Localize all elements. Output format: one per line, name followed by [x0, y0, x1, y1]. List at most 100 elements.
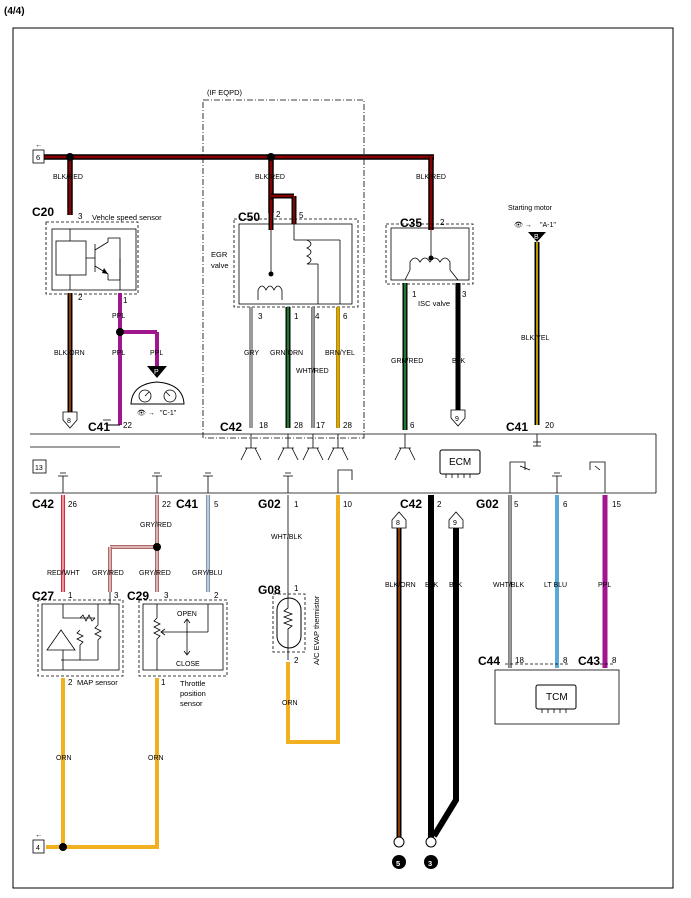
connector-c41-top-right: C41 — [506, 420, 528, 434]
pin-g02-10: 10 — [343, 500, 352, 509]
pin-c27-3: 3 — [114, 591, 119, 600]
page-title: (4/4) — [4, 6, 25, 17]
pin-c35-6: 6 — [410, 421, 415, 430]
tcm-label: TCM — [546, 692, 568, 703]
pin-g02-1: 1 — [294, 500, 299, 509]
starter-ref: "A-1" — [540, 222, 556, 229]
c35-name: ISC valve — [418, 299, 450, 308]
pin-c50-1: 1 — [294, 312, 299, 321]
wire-label-gry-red-3: GRY/RED — [139, 570, 171, 577]
pin-c29-3: 3 — [164, 591, 169, 600]
pin-c44-18: 18 — [515, 656, 524, 665]
c50-name-line2: valve — [211, 261, 229, 270]
connector-c42-bottom-right: C42 — [400, 497, 422, 511]
optional-equipment-frame — [202, 99, 365, 439]
pin-g08-1: 1 — [294, 584, 299, 593]
pin-c35-1: 1 — [412, 290, 417, 299]
connector-g02-bottom-right: G02 — [476, 497, 499, 511]
c27-connector-id: C27 — [32, 589, 54, 603]
wire-label-blk-red-1: BLK/RED — [53, 174, 83, 181]
arrow-9-bottom-label: 9 — [453, 520, 457, 527]
ref-13-label: 13 — [35, 465, 43, 472]
ref-box-4 — [32, 839, 45, 854]
wire-label-orn-2: ORN — [56, 755, 72, 762]
c20-name: Vehcle speed sensor — [92, 213, 162, 222]
c29-name-line3: sensor — [180, 699, 203, 708]
wire-label-blk-2: BLK — [425, 582, 439, 589]
pin-c20-3: 3 — [78, 212, 83, 221]
connector-c42-bottom-left: C42 — [32, 497, 54, 511]
pin-g02-15: 15 — [612, 500, 621, 509]
wire-blk-ground — [428, 495, 459, 838]
wire-label-wht-red: WHT/RED — [296, 368, 329, 375]
down-triangle-icon — [528, 232, 546, 242]
c29-connector-id: C29 — [127, 589, 149, 603]
down-arrow-icon — [450, 409, 466, 427]
c29-throttle-position-sensor — [138, 599, 228, 677]
wire-gry-red — [108, 495, 161, 592]
ecm-box — [30, 419, 657, 494]
arrow-8-label: 8 — [67, 418, 71, 425]
g08-ac-evap-thermistor — [272, 590, 306, 660]
eye-ref-icon: 👁 → — [137, 409, 155, 417]
pin-c35-2: 2 — [440, 218, 445, 227]
blk-red-bus — [44, 153, 434, 230]
pin-c50-5: 5 — [299, 211, 304, 220]
if-equipped-label: (IF EQPD) — [207, 88, 243, 97]
wire-label-blk-1: BLK — [452, 358, 466, 365]
pin-c42-17: 17 — [316, 421, 325, 430]
wire-label-gry: GRY — [244, 350, 259, 357]
c35-connector-id: C35 — [400, 216, 422, 230]
wire-label-ppl-1: PPL — [112, 313, 125, 320]
wire-label-blk-orn-2: BLK/ORN — [385, 582, 416, 589]
pin-c44-8: 8 — [563, 656, 568, 665]
pin-c42-2: 2 — [437, 500, 442, 509]
g08-name: A/C EVAP thermistor — [312, 595, 321, 665]
wire-label-blk-red-2: BLK/RED — [255, 174, 285, 181]
arrow-left-icon: ← — [35, 140, 43, 149]
pin-c41-5: 5 — [214, 500, 219, 509]
wire-label-blk-orn-1: BLK/ORN — [54, 350, 85, 357]
tcm-box — [494, 663, 620, 725]
meter-letter: P — [154, 369, 159, 376]
pin-c35-3: 3 — [462, 290, 467, 299]
pin-c42-26: 26 — [68, 500, 77, 509]
pin-c50-6: 6 — [343, 312, 348, 321]
combination-meter-icon — [130, 381, 185, 405]
wire-label-orn-3: ORN — [148, 755, 164, 762]
diagram-frame — [12, 27, 674, 889]
eye-ref-icon: 👁 → — [514, 221, 532, 229]
c29-name-line2: position — [180, 689, 206, 698]
wire-orn-sensor-ground — [46, 678, 159, 851]
pin-c50-2: 2 — [276, 210, 281, 219]
c35-isc-valve — [385, 223, 474, 285]
pin-g08-2: 2 — [294, 656, 299, 665]
pin-c50-3: 3 — [258, 312, 263, 321]
c20-connector-id: C20 — [32, 205, 54, 219]
meter-ref: "C-1" — [160, 410, 177, 417]
pin-c29-2: 2 — [214, 591, 219, 600]
ground-3-icon — [424, 836, 438, 869]
pin-c41-20: 20 — [545, 421, 554, 430]
wire-label-gry-blu: GRY/BLU — [192, 570, 223, 577]
wire-label-brn-yel: BRN/YEL — [325, 350, 355, 357]
c29-open-label: OPEN — [177, 611, 197, 618]
pin-c27-1: 1 — [68, 591, 73, 600]
wire-label-wht-blk-2: WHT/BLK — [493, 582, 524, 589]
wire-label-ppl-4: PPL — [598, 582, 611, 589]
connector-c41-bottom: C41 — [176, 497, 198, 511]
wire-label-orn-1: ORN — [282, 700, 298, 707]
ref-box-13 — [32, 459, 47, 474]
wire-label-red-wht: RED/WHT — [47, 570, 80, 577]
wire-label-ppl-2: PPL — [112, 350, 125, 357]
starter-ref-letter: B — [534, 234, 539, 241]
pin-c29-1: 1 — [161, 678, 166, 687]
ecm-label: ECM — [449, 457, 471, 468]
pin-c42-28b: 28 — [343, 421, 352, 430]
c50-connector-id: C50 — [238, 210, 260, 224]
c27-map-sensor — [37, 592, 124, 677]
c27-name: MAP sensor — [77, 678, 118, 687]
connector-c41-top-left: C41 — [88, 420, 110, 434]
c50-name-line1: EGR — [211, 250, 228, 259]
c29-close-label: CLOSE — [176, 661, 200, 668]
